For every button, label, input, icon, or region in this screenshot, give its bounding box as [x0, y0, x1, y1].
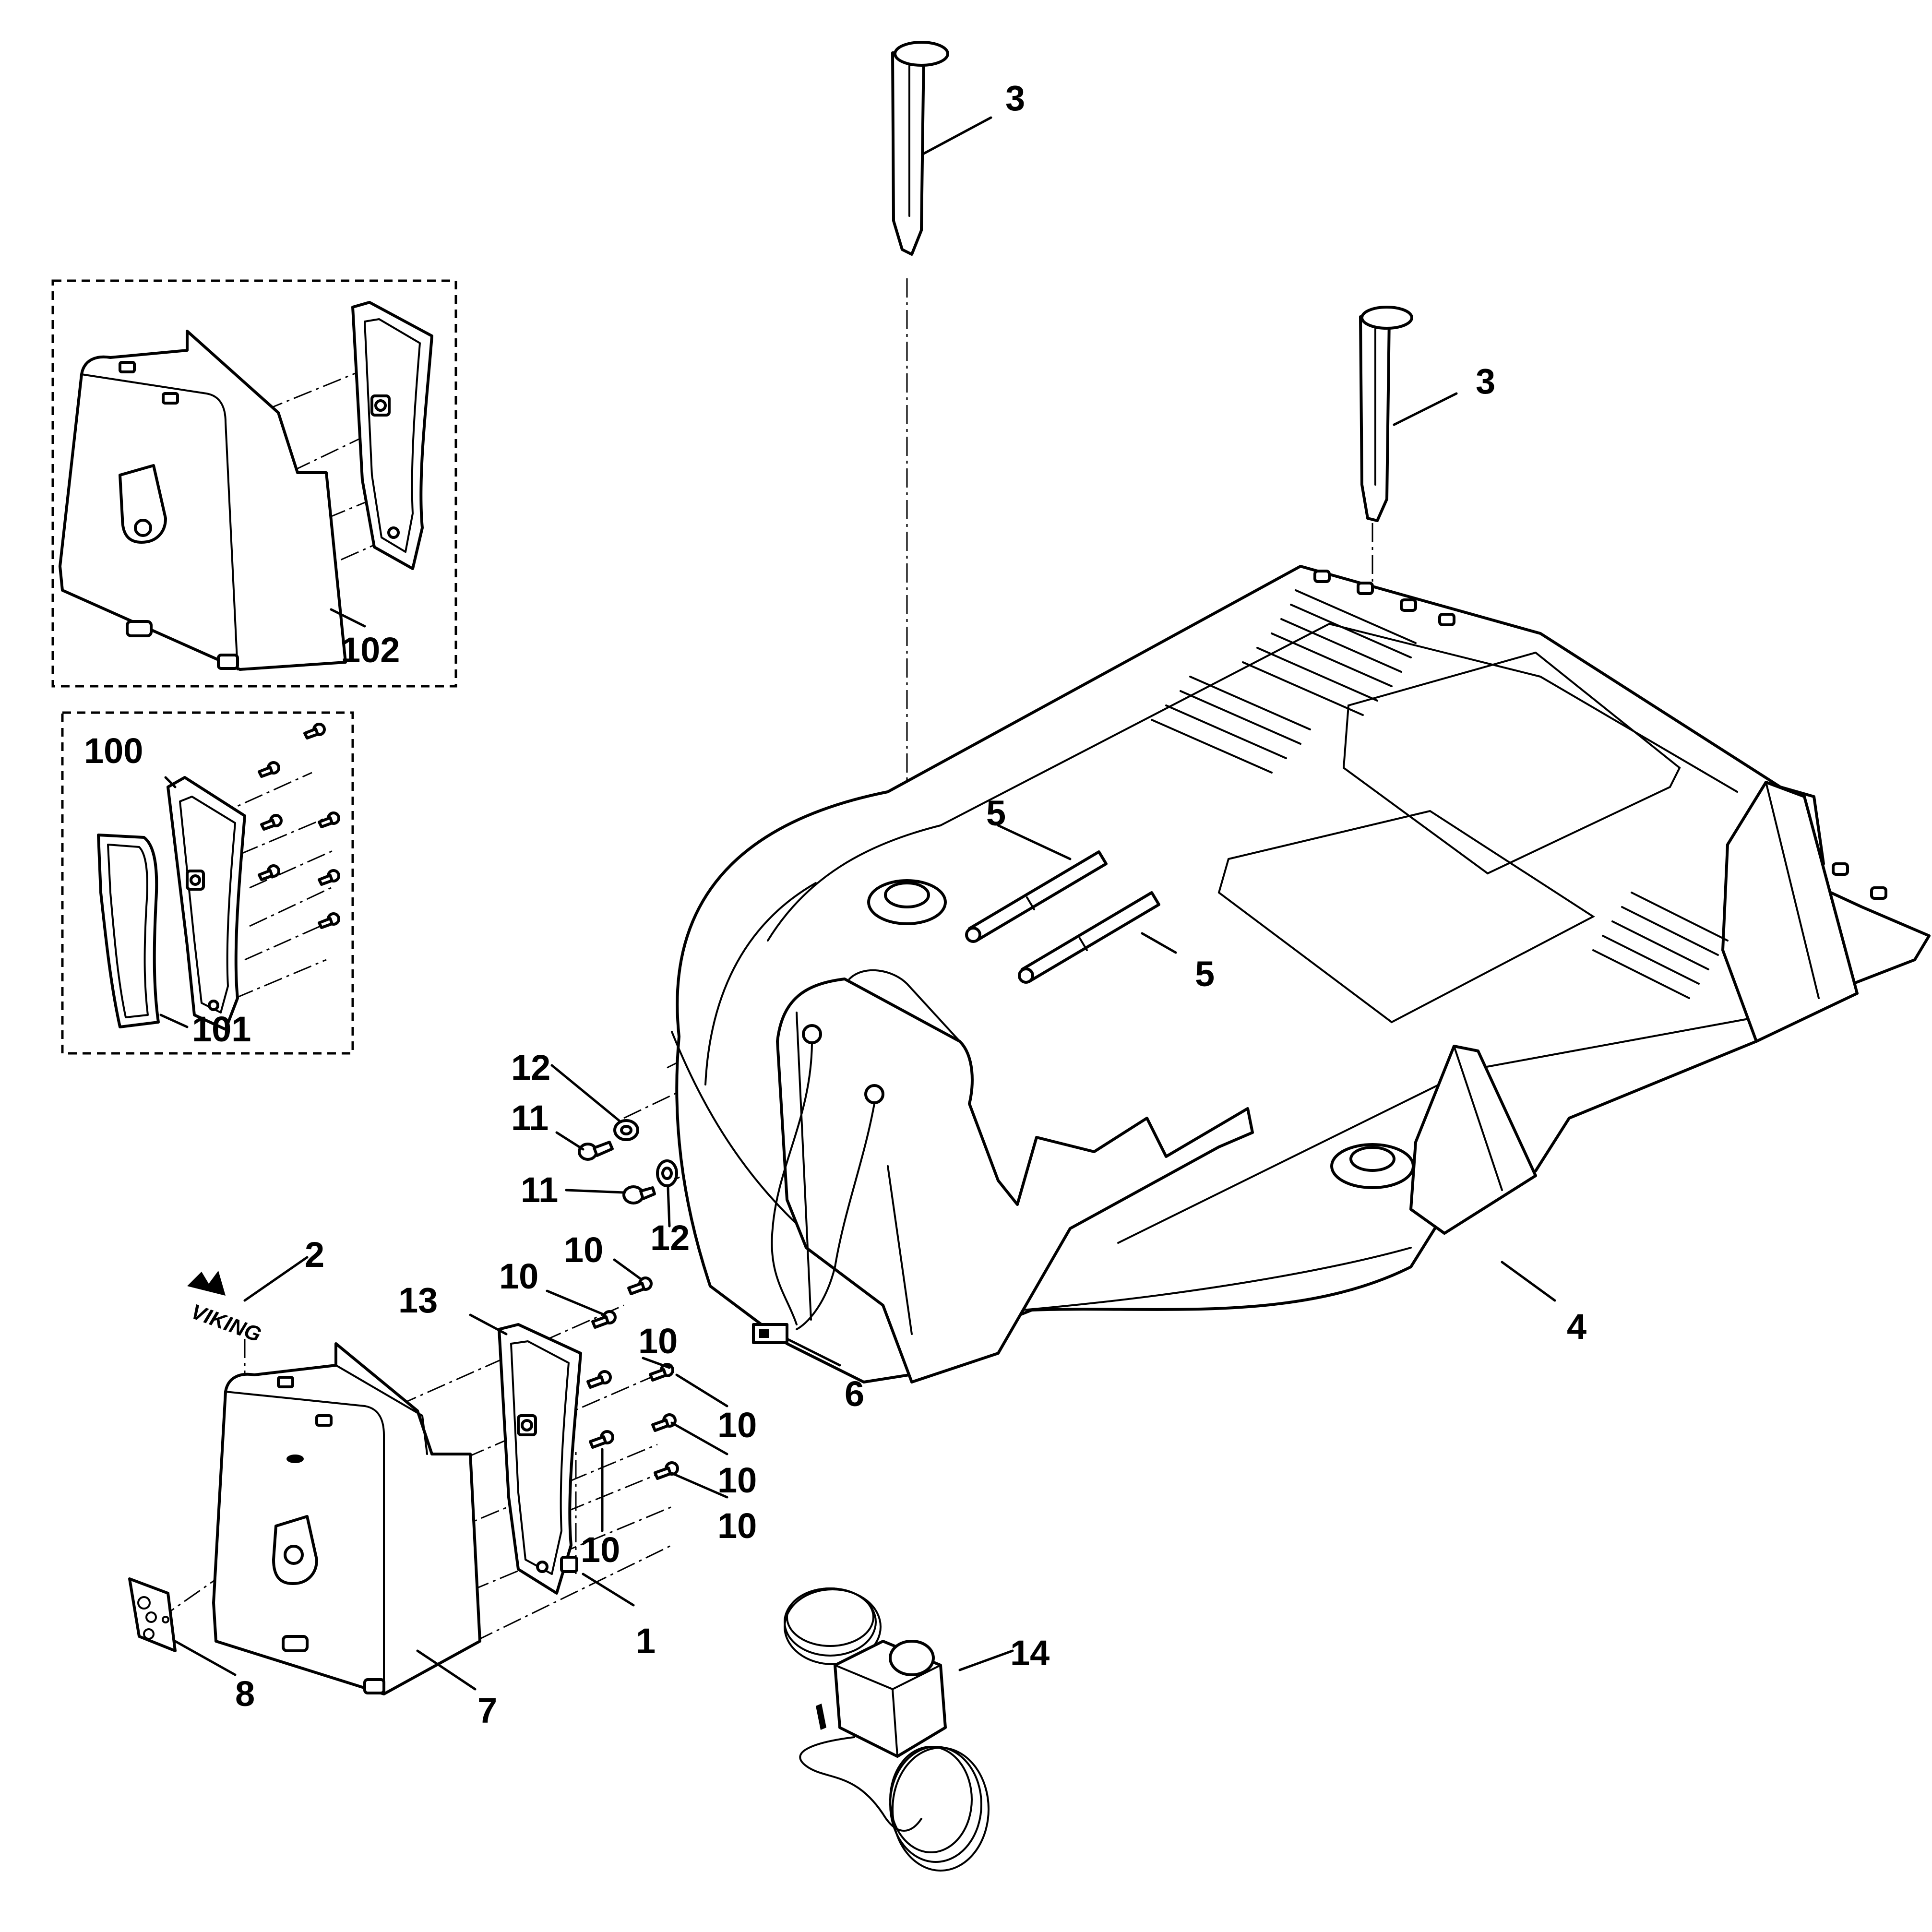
control-decal: [128, 1577, 177, 1652]
callout-102: 102: [341, 630, 400, 670]
plug-cap: [560, 1556, 578, 1573]
callout-3: 3: [1476, 361, 1495, 401]
kit-screw: [260, 814, 283, 831]
callout-12: 12: [511, 1048, 550, 1087]
callout-5: 5: [1195, 954, 1215, 994]
washer-12-lower: [656, 1159, 678, 1187]
bolts-10: [586, 1276, 679, 1480]
callout-13: 13: [398, 1280, 438, 1320]
contact-rod-lower: [1018, 891, 1160, 984]
leader-lines: [159, 116, 1556, 1691]
kit-screws: [258, 723, 340, 929]
screw-11-upper: [578, 1141, 614, 1161]
callout-100: 100: [84, 731, 143, 771]
seal-plate: [498, 1323, 582, 1595]
kit-screw: [258, 864, 280, 881]
bolt-10: [586, 1370, 612, 1389]
kit-screw: [303, 723, 326, 739]
base-plate: [671, 565, 1931, 1383]
callout-10: 10: [499, 1256, 538, 1296]
gasket-101: [97, 834, 160, 1028]
callout-101: 101: [192, 1009, 251, 1049]
seal-plate-102: [351, 301, 433, 570]
housing-cover-102: [59, 330, 347, 671]
ground-peg-right: [1359, 306, 1413, 522]
callout-3: 3: [1005, 78, 1025, 118]
kit-screw: [318, 811, 340, 828]
ground-peg-left: [891, 41, 949, 256]
front-cover: [212, 1342, 481, 1695]
plate-100: [167, 776, 246, 1031]
washer-12-upper: [613, 1119, 639, 1141]
callout-11: 11: [521, 1170, 558, 1210]
callout-10: 10: [717, 1506, 757, 1546]
bolt-10: [649, 1363, 674, 1382]
viking-logo-badge: VIKING: [187, 1271, 264, 1347]
vent-slats: [1151, 589, 1729, 999]
callout-5: 5: [986, 793, 1006, 833]
power-supply: [784, 1587, 990, 1872]
bolt-10: [654, 1461, 679, 1480]
callout-2: 2: [305, 1235, 324, 1275]
callout-4: 4: [1567, 1307, 1586, 1347]
callout-14: 14: [1010, 1633, 1049, 1673]
bolt-10: [627, 1276, 653, 1295]
callout-8: 8: [235, 1674, 255, 1714]
kit-box-100-101: [61, 711, 354, 1055]
bolt-10: [591, 1310, 617, 1329]
callout-6: 6: [845, 1374, 864, 1414]
callout-10: 10: [581, 1530, 620, 1570]
callout-labels: 3 3 5 5 4 6 12 11 11 12 10 10 10 10 10 1…: [84, 78, 1586, 1730]
callout-10: 10: [717, 1405, 757, 1445]
callout-11: 11: [511, 1098, 549, 1138]
viking-logo: VIKING: [188, 1300, 264, 1347]
callout-10: 10: [564, 1230, 603, 1270]
callout-10: 10: [717, 1460, 757, 1500]
kit-box-102: [51, 279, 457, 688]
kit-screw: [318, 869, 340, 886]
cable-harness: [752, 1024, 884, 1344]
kit-screw: [258, 761, 280, 778]
callout-7: 7: [477, 1691, 497, 1730]
bolt-10: [651, 1413, 677, 1432]
bolt-10: [589, 1430, 614, 1449]
contact-rod-upper: [965, 850, 1108, 943]
screw-11-lower: [622, 1185, 656, 1205]
callout-12: 12: [650, 1218, 690, 1258]
callout-10: 10: [638, 1321, 678, 1361]
callout-1: 1: [636, 1621, 656, 1661]
kit-screw: [318, 912, 340, 929]
